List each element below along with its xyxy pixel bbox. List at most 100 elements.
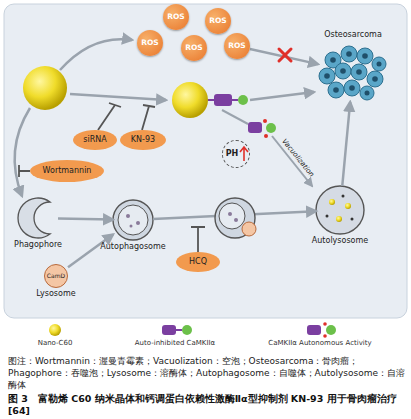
camkii-active (248, 119, 276, 138)
inhibition-bar (98, 103, 121, 130)
ros-circle: ROS (163, 4, 189, 30)
ros-circle: ROS (137, 30, 163, 56)
node-text: ROS (209, 17, 227, 25)
legend-camkii-active (326, 325, 336, 335)
node-text: KN-93 (131, 136, 155, 145)
node-text: Osteosarcoma (324, 31, 382, 40)
node-text: Wortmannin (43, 167, 92, 176)
pathway-connector (250, 49, 318, 64)
debris-dot (351, 218, 354, 221)
phagophore-membrane (18, 198, 50, 238)
debris-dot (342, 195, 345, 198)
node-text: PH (226, 150, 239, 159)
osteosarcoma-cells (319, 46, 386, 100)
inhibition-bar (191, 227, 205, 252)
phospho-dot (264, 134, 268, 138)
ros-circle: ROS (181, 35, 207, 61)
inhibition-bar (19, 165, 30, 177)
activation-line (222, 110, 248, 124)
autophagy-arrow (15, 108, 30, 196)
tumor-cell (360, 86, 374, 100)
legend-camkii-active (307, 325, 321, 335)
nano-c60-sphere (329, 199, 335, 205)
nano-c60-sphere (172, 82, 208, 118)
cargo-dot (130, 225, 133, 228)
node-text: ROS (141, 39, 159, 47)
node-text: ROS (228, 42, 246, 50)
inhibition-bar (142, 105, 155, 130)
fusing-membrane (215, 198, 255, 238)
fusing-lysosome (242, 222, 256, 236)
pathway-arrows (15, 39, 314, 196)
cross-stroke (279, 49, 291, 61)
node-text: siRNA (83, 136, 106, 145)
nano-c60-sphere (23, 66, 67, 110)
cell-nucleus (356, 69, 362, 75)
outer-membrane (113, 200, 153, 240)
cargo-dot (234, 218, 238, 222)
node-text: Lysosome (36, 290, 75, 299)
tumor-cell (319, 68, 335, 84)
tumor-cluster: Osteosarcoma (318, 42, 388, 102)
cell-nucleus (362, 53, 368, 59)
cargo-dot (126, 214, 130, 218)
cell-nucleus (346, 51, 352, 57)
tumor-cell (344, 80, 360, 96)
nano-c60-sphere (23, 66, 208, 118)
autolysosome-drawing (316, 186, 364, 234)
ph-circle: PH (222, 140, 250, 168)
lysosome-circle: CamDLysosome (44, 264, 68, 288)
inhibitor-ellipse: Wortmannin (30, 160, 104, 182)
binding-arrow (70, 94, 166, 100)
cell-nucleus (330, 57, 336, 63)
camkii-linker (208, 99, 214, 101)
legend-camkii-inhibited (176, 329, 182, 331)
pathway-connector (342, 102, 350, 186)
camkii-domain (214, 94, 232, 106)
camkii-inhibited (208, 94, 248, 106)
nano-c60-sphere (345, 203, 351, 209)
legend-text: Auto-inhibited CaMKIIα (135, 339, 215, 347)
therapy-arrow (250, 92, 314, 100)
legend-camkii-inhibited (182, 325, 192, 335)
autophagosome-stage: Autophagosome (113, 200, 153, 240)
node-text: Phagophore (14, 241, 62, 250)
legend-text: Nano-C60 (38, 339, 73, 347)
camkii-domain (238, 95, 248, 105)
cell-nucleus (340, 68, 346, 74)
tumor-cell (341, 46, 357, 62)
tumor-cell (372, 57, 386, 71)
cell-nucleus (324, 73, 330, 79)
autophagosome-drawing (113, 200, 153, 240)
phospho-dot (263, 119, 267, 123)
tumor-cell (367, 71, 383, 87)
cell-nucleus (349, 85, 355, 91)
inhibition-bars (19, 103, 205, 252)
figure-caption: 图 3 富勒烯 C60 纳米晶体和钙调蛋白依赖性激酶Ⅱα型抑制剂 KN-93 用… (8, 393, 406, 417)
node-text: Autophagosome (100, 243, 165, 252)
camkii-domain (266, 123, 276, 133)
node-text: ROS (167, 13, 185, 21)
nano-c60-sphere (336, 216, 342, 222)
cell-nucleus (372, 76, 378, 82)
legend-text: CaMKIIα Autonomous Activity (268, 339, 371, 347)
phagophore-stage: Phagophore (18, 198, 58, 238)
legend-camkii-inhibited (162, 325, 176, 335)
ros-arrow (60, 39, 132, 70)
ph-rise-arrow (240, 147, 248, 161)
node-text: ROS (185, 44, 203, 52)
autolysosome-stage: Autolysosome (316, 186, 364, 234)
pathway-connector (58, 218, 113, 219)
debris-dot (326, 215, 329, 218)
inhibitor-ellipse: KN-93 (120, 130, 166, 150)
legend-symbols (49, 322, 336, 338)
autolysosome-membrane (316, 186, 364, 234)
tumor-cell (335, 63, 351, 79)
blocked-cross (279, 49, 291, 61)
ros-circle: ROS (205, 8, 231, 34)
panel-background (4, 4, 407, 318)
cargo-dot (228, 212, 232, 216)
cell-nucleus (377, 62, 382, 67)
legend-phospho-dot (323, 334, 327, 338)
